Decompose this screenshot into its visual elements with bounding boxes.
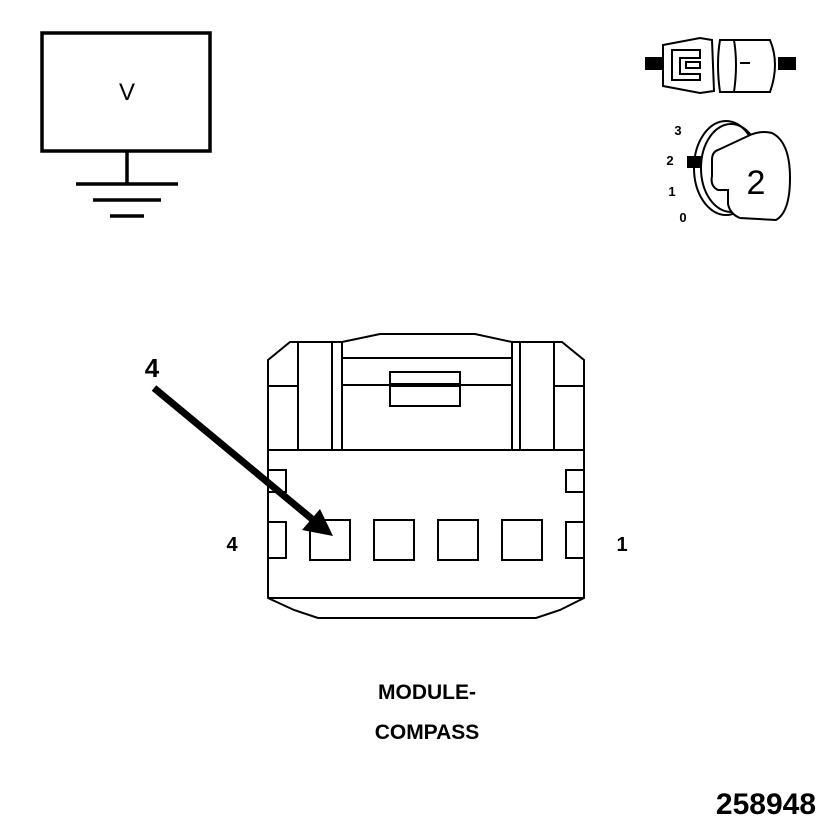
ignition-pos-1: 1 xyxy=(668,184,675,199)
right-pin-label: 1 xyxy=(616,534,627,556)
ignition-pos-0: 0 xyxy=(679,210,686,225)
voltmeter-label: V xyxy=(119,79,135,106)
voltmeter-symbol: V xyxy=(40,31,212,218)
ignition-key-icon: 3 2 1 0 2 xyxy=(666,120,792,225)
left-latch xyxy=(297,341,333,451)
cavity-3 xyxy=(373,519,415,561)
right-latch xyxy=(519,341,555,451)
component-name-line2: COMPASS xyxy=(375,721,480,744)
connector-disconnected-icon xyxy=(645,36,796,95)
connector-housing xyxy=(267,333,585,619)
ground-icon xyxy=(76,182,178,218)
callout-arrow xyxy=(151,385,333,536)
component-name-line1: MODULE- xyxy=(378,681,476,704)
cavity-edge-left xyxy=(267,521,287,559)
left-pin-label: 4 xyxy=(226,534,238,556)
callout-pin-label: 4 xyxy=(145,353,160,383)
ignition-pos-2: 2 xyxy=(666,153,673,168)
ignition-pos-3: 3 xyxy=(674,123,681,138)
cavity-edge-right xyxy=(565,521,585,559)
cavity-2 xyxy=(437,519,479,561)
cavity-1 xyxy=(501,519,543,561)
connector-face xyxy=(267,333,585,619)
lock-tab xyxy=(389,371,461,385)
figure-id: 258948 xyxy=(716,788,816,821)
cavity-4 xyxy=(309,519,351,561)
ignition-key-position: 2 xyxy=(747,164,766,202)
